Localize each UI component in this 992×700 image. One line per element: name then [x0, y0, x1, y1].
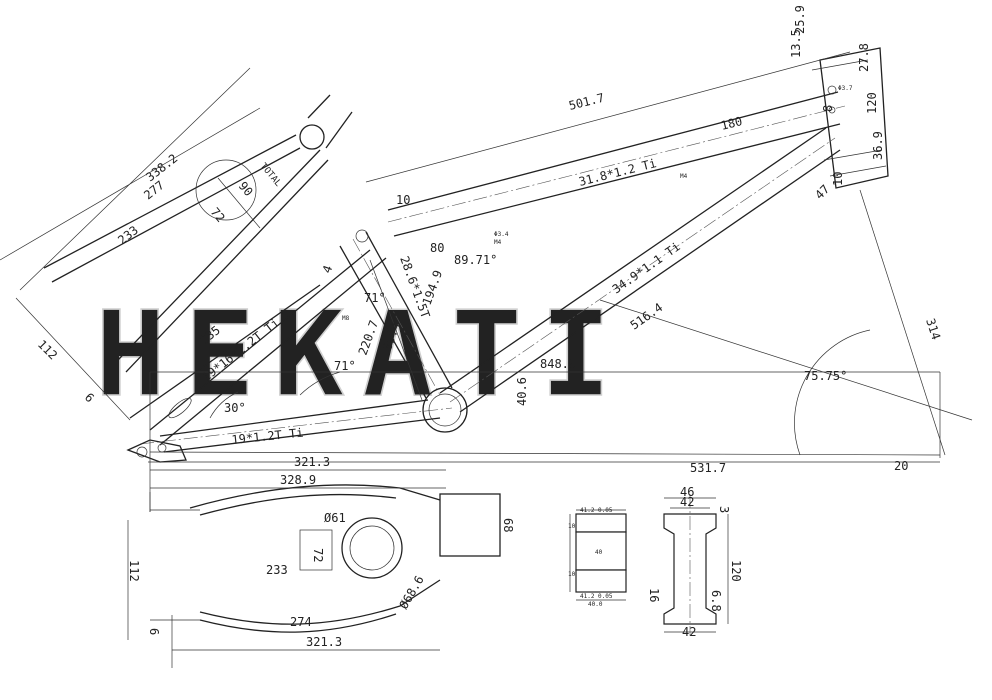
dim-71-stay: 71° [334, 359, 356, 373]
bb-detail-text-7: 0.05 [598, 593, 613, 600]
label-m4-seat: M4 [494, 239, 502, 246]
label-down-tube: 34.9*1.1 Ti [610, 239, 683, 296]
dim-531-7: 531.7 [690, 461, 726, 475]
dim-20: 20 [894, 459, 908, 473]
dim-848-9: 848.9 [540, 357, 576, 371]
dim-36-9: 36.9 [871, 131, 885, 160]
bb-detail-text-5: 10 [568, 571, 576, 578]
bottom-bracket [422, 387, 468, 433]
top-tube [387, 91, 846, 237]
dim-328-9: 328.9 [280, 473, 316, 487]
dim-61: Ø61 [324, 511, 346, 525]
dim-27-8: 27.8 [857, 43, 871, 72]
dim-68: 68 [501, 518, 515, 532]
bb-detail-text-8: 40.0 [588, 601, 603, 608]
dim-112-plan: 112 [127, 560, 141, 582]
dim-338-2: 338.2 [143, 151, 180, 184]
bb-detail-text-4: 40 [595, 549, 603, 556]
dim-16: 16 [647, 588, 661, 602]
dim-13-5: 13.5 [789, 29, 803, 58]
label-phi-3-4: Φ3.4 [494, 231, 509, 238]
dim-501-7: 501.7 [567, 91, 605, 113]
label-m4-top: M4 [680, 173, 688, 180]
label-m8: M8 [342, 315, 350, 322]
dim-233-rear: 233 [115, 223, 141, 247]
dim-314: 314 [923, 317, 943, 342]
bb-detail-text-2: 0.05 [598, 507, 613, 514]
head-tube [811, 47, 889, 189]
bb-shell-detail: 41.2 0.05 10 40 10 41.2 0.05 40.0 [568, 507, 627, 608]
watermark: HEKATI [95, 285, 629, 423]
dim-120-detail: 120 [729, 560, 743, 582]
head-tube-detail [663, 494, 729, 636]
dim-25-9: 25.9 [793, 5, 807, 34]
dim-47: 47 [812, 182, 832, 202]
dim-80: 80 [430, 241, 444, 255]
label-phi-3-7: Φ3.7 [838, 85, 853, 92]
label-top-tube: 31.8*1.2 Ti [577, 156, 658, 189]
bb-detail-text-6: 41.2 [580, 593, 595, 600]
dim-40-6: 40.6 [515, 377, 529, 406]
chain-stays [139, 399, 453, 453]
dim-46: 46 [680, 485, 694, 499]
dim-3: 3 [717, 506, 731, 513]
rear-view-stays [15, 94, 353, 421]
dim-6-plan: 6 [147, 628, 161, 635]
dim-321-3-plan: 321.3 [306, 635, 342, 649]
dim-72-rear: 72 [208, 205, 228, 225]
dim-75-75: 75.75° [804, 369, 847, 383]
dim-10-top: 10 [396, 193, 410, 207]
bb-detail-text-1: 41.2 [580, 507, 595, 514]
dropout [126, 439, 187, 463]
construction-lines [0, 51, 973, 668]
dim-30-deg: 30° [224, 401, 246, 415]
dim-274: 274 [290, 615, 312, 629]
dim-277: 277 [141, 178, 167, 202]
dim-71-seat: 71° [364, 291, 386, 305]
frame-geometry [15, 47, 889, 633]
dim-4: 4 [320, 263, 336, 275]
chainstay-plan-view [150, 484, 501, 633]
dim-10-head: 10 [831, 172, 845, 186]
dim-42-top: 42 [680, 495, 694, 509]
dim-90: 90 [236, 179, 256, 199]
dim-321-3-main: 321.3 [294, 455, 330, 469]
dim-42-bottom: 42 [682, 625, 696, 639]
seat-stays [129, 249, 387, 446]
dim-6-8: 6.8 [709, 590, 723, 612]
dim-516-4: 516.4 [628, 300, 666, 332]
bb-detail-text-3: 10 [568, 523, 576, 530]
down-tube [439, 127, 841, 413]
dim-8: 8 [821, 105, 835, 112]
dim-180: 180 [719, 114, 743, 133]
dim-72-plan: 72 [311, 548, 325, 562]
label-chain-stay: 19*1.2T Ti [231, 426, 304, 447]
dim-120-head: 120 [865, 92, 879, 114]
dim-233-plan: 233 [266, 563, 288, 577]
dim-89-71: 89.71° [454, 253, 497, 267]
label-total: TOTAL [258, 162, 283, 189]
